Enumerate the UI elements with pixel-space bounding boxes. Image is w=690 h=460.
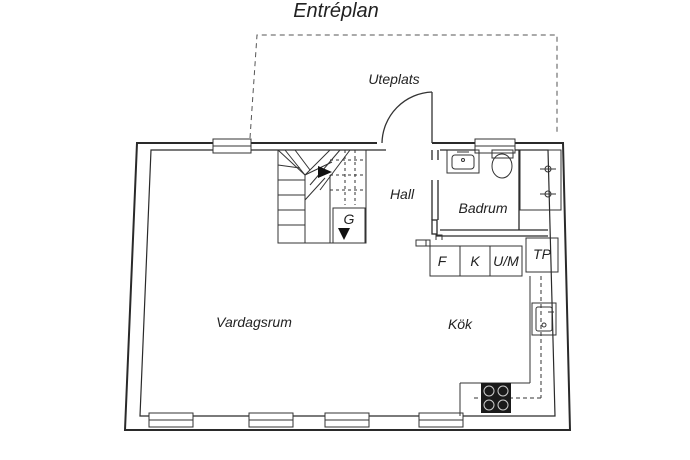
kitchen-sink-icon xyxy=(531,302,557,336)
plan-title: Entréplan xyxy=(293,0,379,22)
room-label-living: Vardagsrum xyxy=(216,314,292,330)
room-label-terrace: Uteplats xyxy=(368,71,419,87)
staircase xyxy=(277,149,367,244)
stair-down-arrow-icon xyxy=(338,228,350,240)
window-top-right xyxy=(474,138,516,154)
stove-icon xyxy=(481,383,511,413)
stair-up-arrow-icon xyxy=(318,166,332,178)
front-door xyxy=(381,91,433,144)
room-label-bathroom: Badrum xyxy=(458,200,507,216)
window-bottom-3 xyxy=(324,412,370,428)
window-bottom-4 xyxy=(418,412,464,428)
shower-icon xyxy=(519,149,562,211)
room-label-hall: Hall xyxy=(390,186,415,202)
bathroom-walls xyxy=(431,150,548,237)
storage-cabinet: G xyxy=(332,207,366,244)
kitchen-cabinets xyxy=(415,234,559,277)
fridge-label: F xyxy=(438,253,448,269)
bathroom-sink-icon xyxy=(446,149,480,174)
window-bottom-2 xyxy=(248,412,294,428)
window-bottom-1 xyxy=(148,412,194,428)
terrace-outline xyxy=(249,34,558,139)
room-label-kitchen: Kök xyxy=(448,316,473,332)
microwave-oven-label: U/M xyxy=(493,253,519,269)
freezer-label: K xyxy=(470,253,480,269)
storage-label: G xyxy=(344,211,355,227)
toilet-icon xyxy=(491,149,514,179)
window-top-left xyxy=(212,138,252,154)
washer-dryer-label: TP xyxy=(533,246,552,262)
